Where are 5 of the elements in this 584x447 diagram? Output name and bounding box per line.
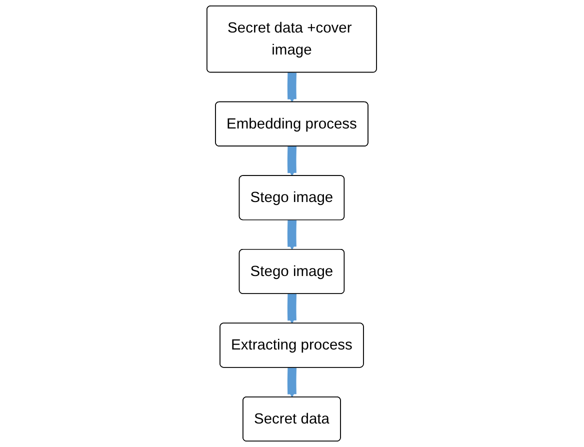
arrow [288,218,297,250]
arrow [288,366,297,398]
arrow [288,70,297,102]
arrow [288,292,297,324]
arrow [288,144,297,176]
